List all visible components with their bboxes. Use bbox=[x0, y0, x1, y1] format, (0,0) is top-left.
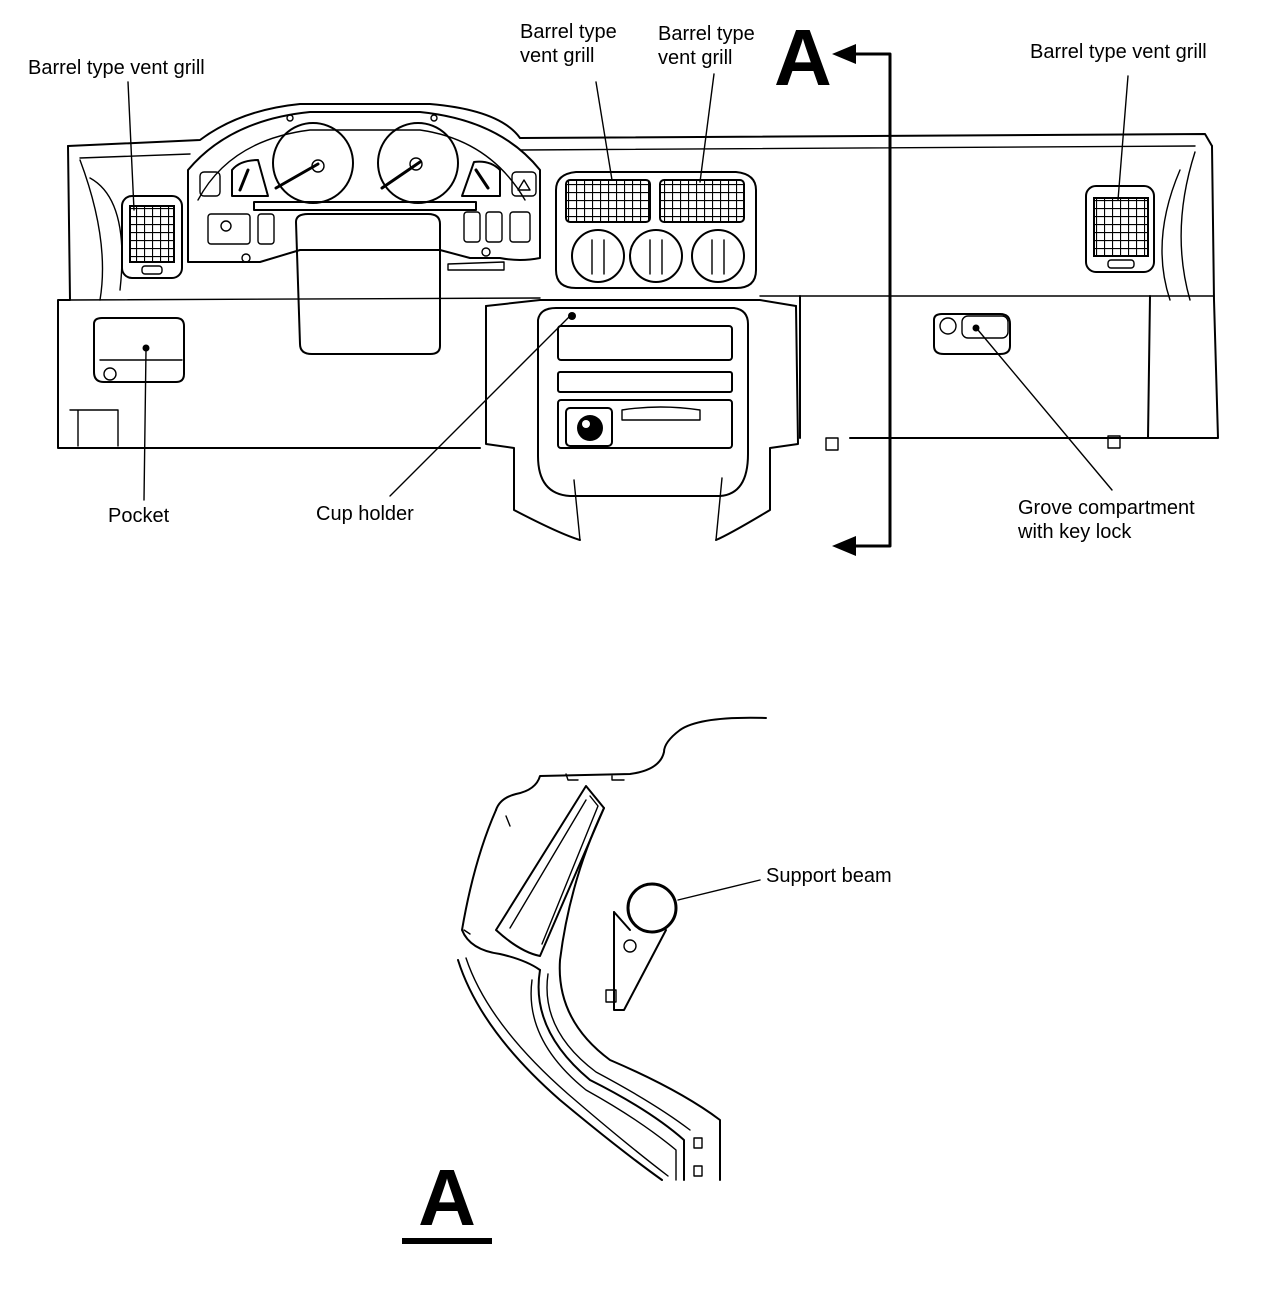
instrument-cluster bbox=[187, 111, 541, 263]
vent-left bbox=[121, 195, 183, 279]
steering-column bbox=[295, 213, 441, 355]
label-vent-center-1-line2: vent grill bbox=[520, 45, 595, 67]
cross-section-view bbox=[457, 716, 767, 1181]
glove-compartment bbox=[933, 313, 1011, 355]
center-console bbox=[485, 299, 799, 541]
label-glove-compartment: Grove compartment with key lock bbox=[1018, 496, 1195, 544]
section-arrow bbox=[832, 44, 892, 556]
leader-lines bbox=[127, 73, 1129, 501]
label-vent-left: Barrel type vent grill bbox=[28, 57, 205, 79]
label-support-beam: Support beam bbox=[766, 865, 892, 887]
label-vent-center-2: Barrel type vent grill bbox=[658, 22, 755, 70]
section-marker-bottom: A bbox=[402, 1158, 492, 1244]
label-vent-center-1: Barrel type vent grill bbox=[520, 20, 617, 68]
label-pocket: Pocket bbox=[108, 505, 170, 527]
label-glove-compartment-line2: with key lock bbox=[1018, 521, 1132, 543]
section-marker-top: A bbox=[774, 13, 832, 102]
label-cup-holder: Cup holder bbox=[316, 503, 414, 525]
center-vents bbox=[447, 171, 757, 289]
label-glove-compartment-line1: Grove compartment bbox=[1018, 497, 1195, 519]
label-vent-center-2-line2: vent grill bbox=[658, 47, 733, 69]
dashboard-outline bbox=[57, 103, 1219, 451]
vent-right bbox=[1085, 185, 1155, 273]
pocket bbox=[93, 317, 185, 383]
label-vent-center-1-line1: Barrel type bbox=[520, 21, 617, 43]
label-vent-center-2-line1: Barrel type bbox=[658, 23, 755, 45]
label-vent-right: Barrel type vent grill bbox=[1030, 41, 1207, 63]
